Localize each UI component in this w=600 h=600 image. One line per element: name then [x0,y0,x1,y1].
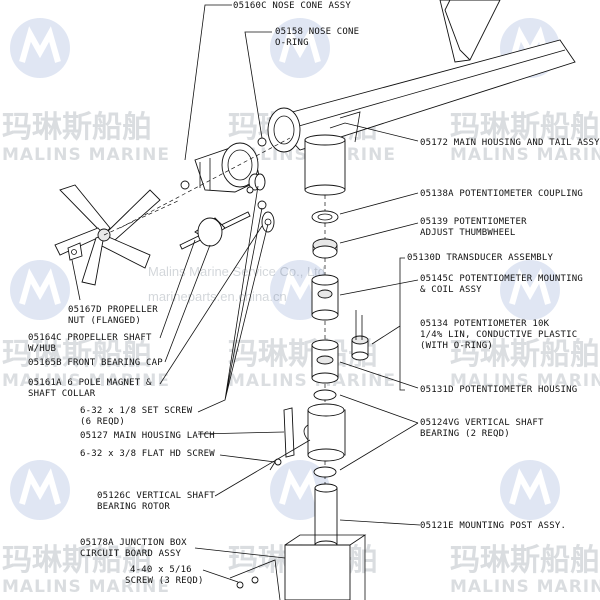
label-nose-cone-assy: 05160C NOSE CONE ASSY [233,1,351,11]
watermark-cn: 玛琳斯船舶 [450,110,600,145]
label-propeller-nut: NUT (FLANGED) [68,316,141,326]
label-vertical-rotor: 05126C VERTICAL SHAFT [97,491,215,501]
label-vertical-rotor: BEARING ROTOR [97,502,170,512]
malins-logo-icon [10,460,70,520]
malins-logo-icon [10,18,70,78]
malins-logo-icon [10,260,70,320]
potentiometer-coupling-part [311,210,339,224]
label-front-bearing: 05165B FRONT BEARING CAP [28,358,163,368]
label-main-housing: 05172 MAIN HOUSING AND TAIL ASSY [420,138,600,148]
potentiometer-thumbwheel-part [312,238,338,259]
label-mounting-post: 05121E MOUNTING POST ASSY. [420,521,566,531]
label-propeller-shaft: 05164C PROPELLER SHAFT [28,333,152,343]
mounting-post-part [314,483,338,550]
junction-box-part [229,534,367,600]
label-screw-440: 4-40 x 5/16 [130,565,192,575]
watermark-en: MALINS MARINE [450,145,600,165]
label-magnet: 05161A 6 POLE MAGNET & [28,378,152,388]
main-housing-tail-part [267,0,576,196]
watermark-en: MALINS MARINE [2,145,170,165]
potentiometer-10k-part [351,310,369,361]
watermark-cn: 玛琳斯船舶 [2,110,152,145]
label-pot-coupling: 05138A POTENTIOMETER COUPLING [420,189,583,199]
leader-lines [71,4,421,583]
label-pot-housing: 05131D POTENTIOMETER HOUSING [420,385,577,395]
watermark-company: Malins Marine Service Co., Ltd [148,264,325,279]
label-flat-screw: 6-32 x 3/8 FLAT HD SCREW [80,449,215,459]
watermark-cn: 玛琳斯船舶 [450,337,600,372]
malins-logo-icon [270,18,330,78]
watermark-en: MALINS MARINE [450,371,600,391]
label-vertical-bearing: 05124VG VERTICAL SHAFT [420,418,544,428]
label-nose-cone-oring: O-RING [275,38,309,48]
label-set-screw: 6-32 x 1/8 SET SCREW [80,406,193,416]
label-pot-10k: 05134 POTENTIOMETER 10K [420,319,550,329]
label-set-screw: (6 REQD) [80,417,125,427]
watermark-cn: 玛琳斯船舶 [2,543,152,578]
potentiometer-housing-part [311,339,339,384]
watermark-en: MALINS MARINE [450,577,600,597]
watermark-en: MALINS MARINE [228,371,396,391]
bearing-rotor-part [303,403,346,462]
label-pot-mounting: 05145C POTENTIOMETER MOUNTING [420,274,583,284]
label-propeller-nut: 05167D PROPELLER [68,305,158,315]
propeller-part [54,184,161,286]
watermark-cn: 玛琳斯船舶 [450,543,600,578]
watermark-logos [10,18,560,520]
label-magnet: SHAFT COLLAR [28,389,96,399]
label-junction-box: 05178A JUNCTION BOX [80,538,187,548]
housing-latch-part [269,407,295,471]
vertical-bearing-part [313,389,337,478]
watermark-en: MALINS MARINE [2,371,170,391]
watermark-en: MALINS MARINE [2,577,170,597]
propeller-shaft-part [179,173,275,250]
malins-logo-icon [500,260,560,320]
label-propeller-shaft: W/HUB [28,344,56,354]
label-pot-10k: (WITH O-RING) [420,341,493,351]
label-transducer: 05130D TRANSDUCER ASSEMBLY [407,253,553,263]
potentiometer-mounting-part [311,274,339,321]
label-pot-adjust: 05139 POTENTIOMETER [420,217,527,227]
label-junction-box: CIRCUIT BOARD ASSY [80,549,182,559]
label-vertical-bearing: BEARING (2 REQD) [420,429,510,439]
watermark-site: marineparts.en.china.cn [148,289,287,304]
label-pot-10k: 1/4% LIN, CONDUCTIVE PLASTIC [420,330,577,340]
label-nose-cone-oring: 05158 NOSE CONE [275,27,359,37]
label-pot-adjust: ADJUST THUMBWHEEL [420,228,516,238]
label-latch: 05127 MAIN HOUSING LATCH [80,431,215,441]
label-screw-440: SCREW (3 REQD) [125,576,204,586]
label-pot-mounting: & COIL ASSY [420,285,482,295]
watermark-cn: 玛琳斯船舶 [2,337,152,372]
malins-logo-icon [500,460,560,520]
